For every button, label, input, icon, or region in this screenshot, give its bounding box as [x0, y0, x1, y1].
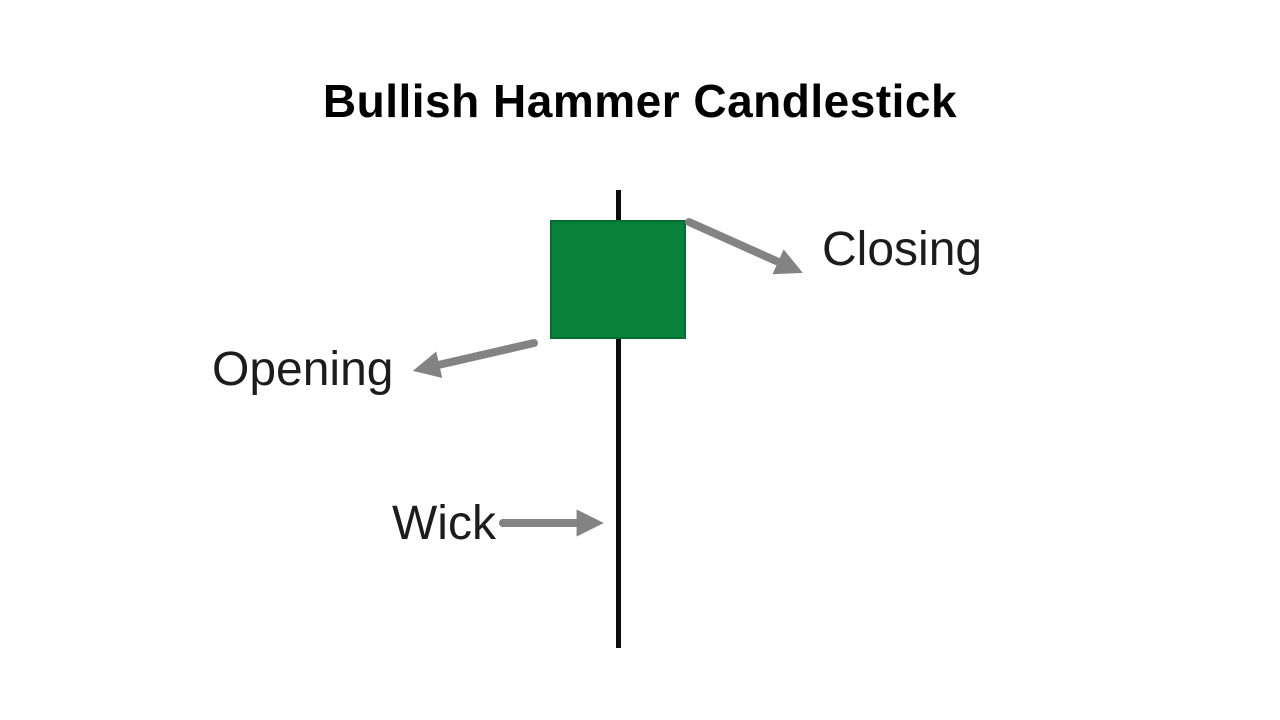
closing-arrow — [685, 218, 803, 275]
page-title: Bullish Hammer Candlestick — [322, 75, 958, 127]
wick-label: Wick — [392, 497, 496, 550]
opening-arrow — [412, 339, 538, 379]
candle-body — [550, 220, 686, 339]
candle-wick-line — [616, 190, 621, 648]
opening-label: Opening — [212, 343, 394, 396]
closing-label: Closing — [822, 223, 983, 276]
